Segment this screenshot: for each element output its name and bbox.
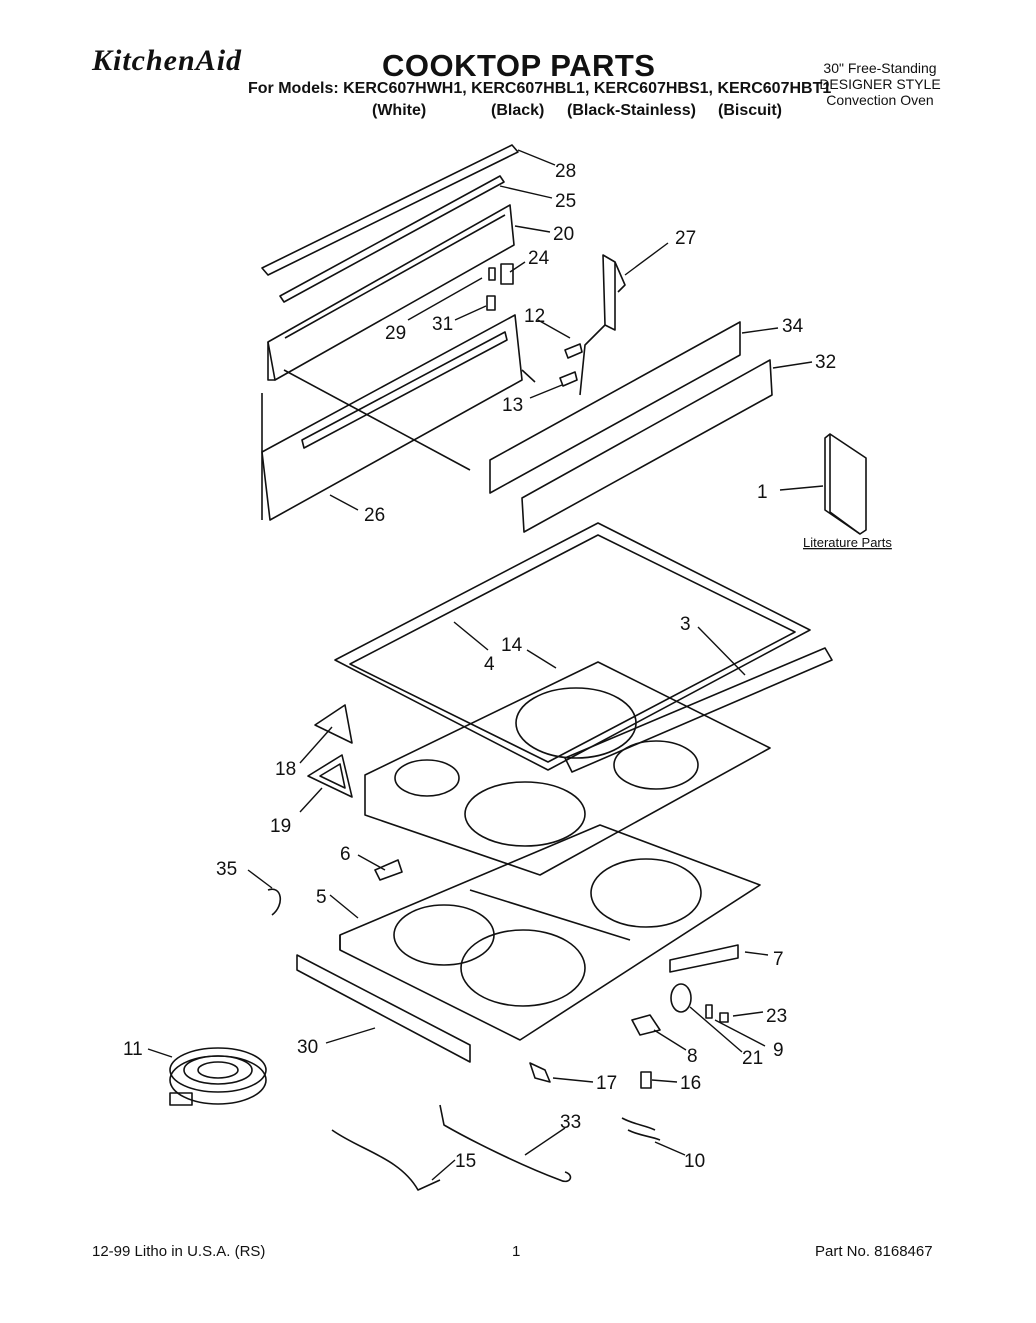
callout-16: 16 [680,1073,701,1094]
part-bracket-7 [669,944,739,973]
product-note-size: 30" Free-Standing [823,60,937,76]
part-harness-10 [621,1117,661,1141]
callout-8: 8 [687,1046,698,1067]
part-label-18 [314,704,353,744]
callout-27: 27 [675,228,696,249]
callout-23: 23 [766,1006,787,1027]
callout-1: 1 [757,482,768,503]
part-screw-13 [559,371,578,387]
callout-15: 15 [455,1151,476,1172]
callout-30: 30 [297,1037,318,1058]
color-biscuit: (Biscuit) [718,102,782,119]
callout-28: 28 [555,161,576,182]
part-rod-33 [439,1104,572,1183]
callout-7: 7 [773,949,784,970]
part-frame-4 [334,522,811,771]
callout-34: 34 [782,316,804,337]
callout-5: 5 [316,887,327,908]
callout-33: 33 [560,1112,581,1133]
color-white: (White) [372,102,427,119]
callout-32: 32 [815,352,836,373]
callout-10: 10 [684,1151,705,1172]
part-terminal-17 [529,1062,551,1083]
part-clip-6 [374,859,403,881]
part-rod-15 [331,1129,441,1191]
part-switch-21 [670,983,692,1013]
callout-21: 21 [742,1048,763,1069]
color-black: (Black) [491,102,545,119]
callout-19: 19 [270,816,291,837]
part-glass-14 [364,661,771,876]
part-bulb-31 [486,295,496,311]
part-screw-9 [705,1004,713,1019]
part-gasket-19 [307,754,353,798]
callout-26: 26 [364,505,385,526]
product-note-type: Convection Oven [826,92,934,108]
part-strip-34 [489,321,741,494]
part-bracket-27 [602,254,616,331]
callout-31: 31 [432,314,453,335]
page-title: COOKTOP PARTS [382,48,656,83]
callout-25: 25 [555,191,576,212]
part-rod-25 [279,175,505,303]
part-screw-23 [719,1012,729,1023]
part-switch-24 [500,263,514,285]
callout-29: 29 [385,323,406,344]
product-note-style: DESIGNER STYLE [819,76,941,92]
callout-35: 35 [216,859,237,880]
part-channel-20 [267,204,515,381]
part-literature-1 [824,433,867,535]
callout-13: 13 [502,395,523,416]
callout-20: 20 [553,224,574,245]
callout-17: 17 [596,1073,617,1094]
part-panel-26 [261,314,523,521]
part-strip-32 [521,359,773,533]
part-trim-28 [261,144,519,276]
model-list: For Models: KERC607HWH1, KERC607HBL1, KE… [248,80,832,97]
part-box-5 [339,824,761,1041]
part-socket-29 [488,267,496,281]
callout-14: 14 [501,635,523,656]
callout-3: 3 [680,614,691,635]
callout-6: 6 [340,844,351,865]
callout-24: 24 [528,248,550,269]
part-clip-8 [631,1014,661,1036]
color-black-stainless: (Black-Stainless) [567,102,696,119]
callout-12: 12 [524,306,545,327]
litho-note: 12-99 Litho in U.S.A. (RS) [92,1243,266,1260]
part-trim-30 [296,954,471,1063]
brand-logo: KitchenAid [92,44,243,77]
callout-18: 18 [275,759,296,780]
part-frame-3 [564,647,833,773]
part-screw-16 [640,1071,652,1089]
literature-parts-label: Literature Parts [803,535,892,550]
callout-4: 4 [484,654,495,675]
part-screw-12 [564,343,583,359]
part-element-11 [169,1047,267,1093]
part-number: Part No. 8168467 [815,1243,933,1260]
page-number: 1 [512,1243,521,1260]
part-clip-35 [267,888,281,916]
callout-11: 11 [123,1039,143,1060]
callout-9: 9 [773,1040,784,1061]
